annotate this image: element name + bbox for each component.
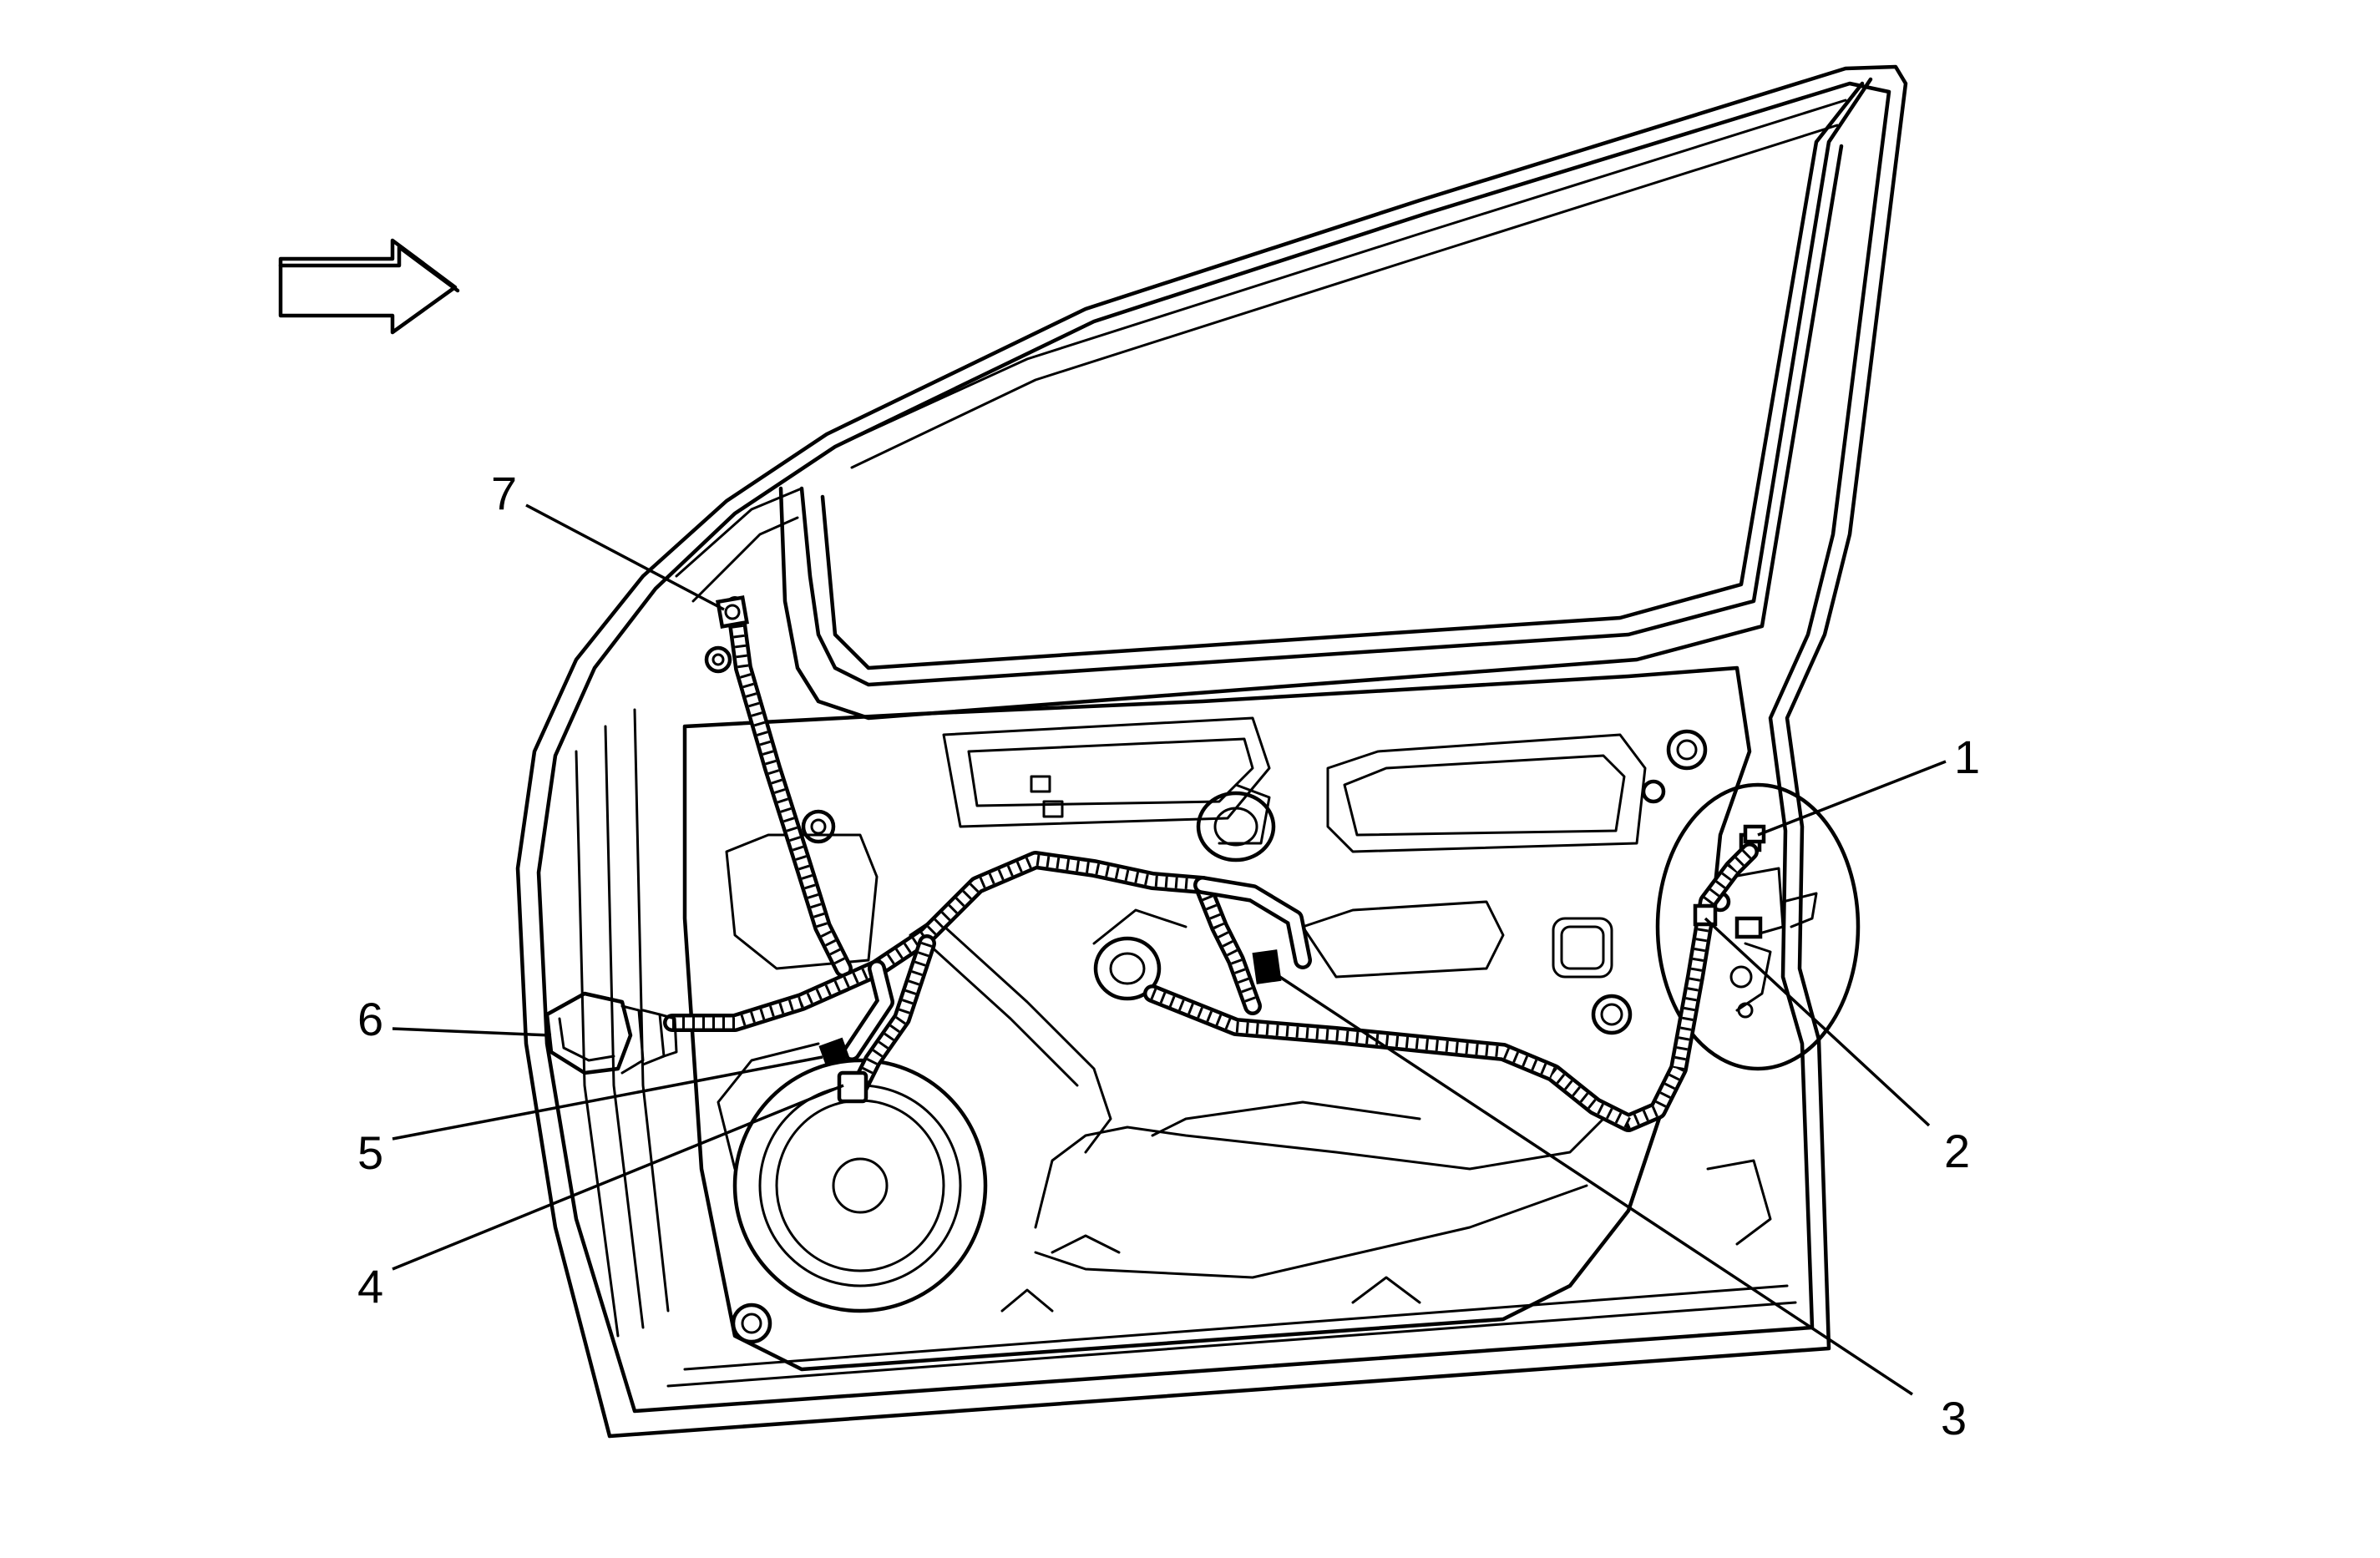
connectors (716, 595, 1766, 1104)
callout-2: 2 (1944, 1125, 1970, 1177)
forward-arrow-icon (278, 238, 460, 335)
callout-5: 5 (357, 1126, 383, 1179)
callout-7: 7 (491, 467, 517, 519)
grommet (544, 991, 678, 1075)
leader-6 (392, 1027, 552, 1037)
callout-4: 4 (357, 1260, 383, 1313)
window-regulator-motor (1092, 791, 1276, 1001)
leader-4 (392, 1084, 844, 1271)
leader-lines (392, 503, 1947, 1396)
callout-6: 6 (357, 993, 383, 1045)
callout-labels: 1 2 3 4 5 6 7 (357, 467, 1980, 1444)
window-frame (675, 77, 1873, 721)
fasteners (704, 645, 1731, 1344)
callout-1: 1 (1954, 731, 1980, 783)
callout-3: 3 (1941, 1392, 1967, 1444)
leader-1 (1757, 760, 1947, 837)
leader-3 (1273, 971, 1913, 1396)
leader-5 (392, 1055, 823, 1141)
door-outer-panel (515, 64, 1908, 1439)
speaker (717, 1042, 988, 1313)
leader-7 (525, 503, 725, 611)
leader-2 (1704, 917, 1931, 1127)
